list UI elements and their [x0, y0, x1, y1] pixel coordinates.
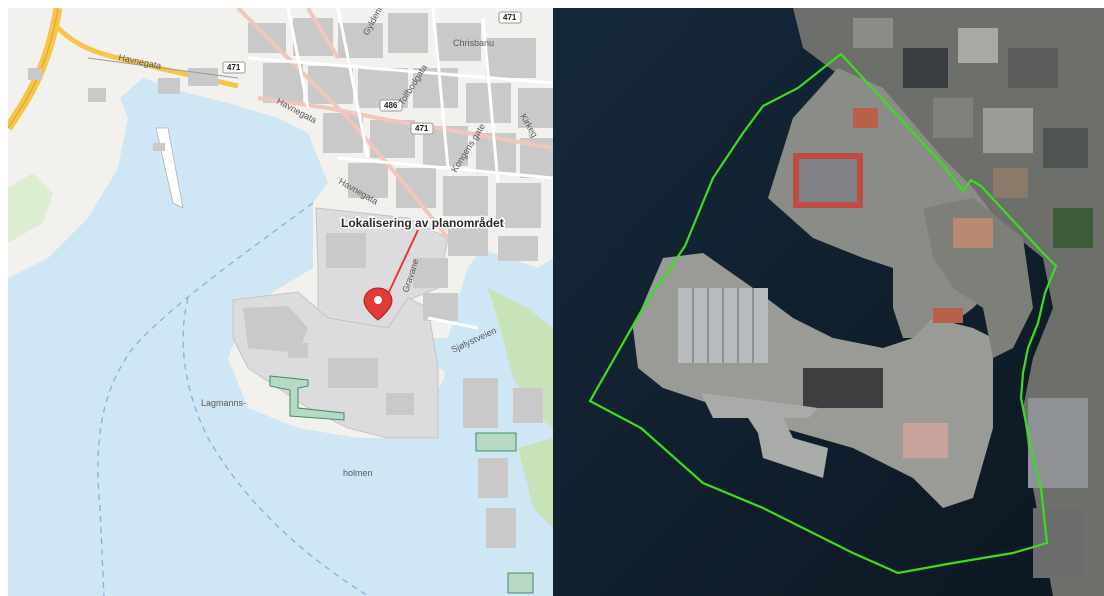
- rail-line: [87, 57, 239, 79]
- port-building: [243, 306, 308, 353]
- label-holmen: holmen: [343, 468, 373, 478]
- callout-label: Lokalisering av planområdet: [341, 216, 504, 230]
- svg-text:471: 471: [227, 63, 241, 72]
- port-building: [328, 358, 378, 388]
- aerial-container-row: [853, 108, 878, 128]
- road-shield-471a: 471: [222, 61, 246, 74]
- aerial-city: [793, 8, 1104, 596]
- plan-boundary: [588, 52, 1058, 575]
- upper-right-water: [478, 248, 553, 328]
- svg-text:471: 471: [415, 124, 429, 133]
- road-shield-471b: 471: [498, 11, 522, 24]
- svg-text:471: 471: [503, 13, 517, 22]
- road-shield-486: 486: [379, 99, 403, 112]
- aerial-map[interactable]: [553, 8, 1104, 596]
- green-pier: [269, 375, 345, 421]
- label-lagmanns: Lagmanns-: [201, 398, 246, 408]
- port-building: [288, 343, 308, 358]
- streets: [247, 8, 553, 330]
- aerial-map-svg: [553, 8, 1104, 596]
- green-pier-small: [507, 572, 534, 594]
- aerial-dark-building: [803, 368, 883, 408]
- west-pier-cap: [153, 143, 165, 151]
- aerial-quay-east: [923, 198, 1033, 358]
- label-havnegata-1: Havnegata: [118, 52, 163, 71]
- green-pier-small: [475, 432, 517, 452]
- west-forest: [8, 173, 53, 243]
- port-building: [326, 233, 366, 268]
- aerial-red-warehouse-roof: [799, 159, 857, 202]
- aerial-container-row: [933, 308, 963, 323]
- east-forest-2: [518, 438, 553, 528]
- svg-text:486: 486: [384, 101, 398, 110]
- ferry-route-1: [97, 202, 314, 596]
- aerial-city-blocks: [853, 18, 1093, 578]
- aerial-pink-building: [903, 423, 948, 458]
- vector-map-svg: 471 471 486 471 Havnegata Havnegata Havn…: [8, 8, 553, 596]
- label-chrisbanu: Chrisbanu: [453, 38, 494, 48]
- ferry-route-2: [182, 297, 369, 596]
- vector-map[interactable]: 471 471 486 471 Havnegata Havnegata Havn…: [8, 8, 553, 596]
- road-shield-471c: 471: [410, 122, 434, 135]
- callout-line: [387, 229, 419, 295]
- aerial-pier-structure: [701, 393, 828, 478]
- location-marker-icon[interactable]: [363, 287, 393, 321]
- aerial-container-row: [953, 218, 993, 248]
- fjord-water: [8, 78, 553, 596]
- aerial-warehouse: [678, 288, 768, 363]
- secondary-roads: [236, 8, 553, 240]
- port-building: [386, 393, 414, 415]
